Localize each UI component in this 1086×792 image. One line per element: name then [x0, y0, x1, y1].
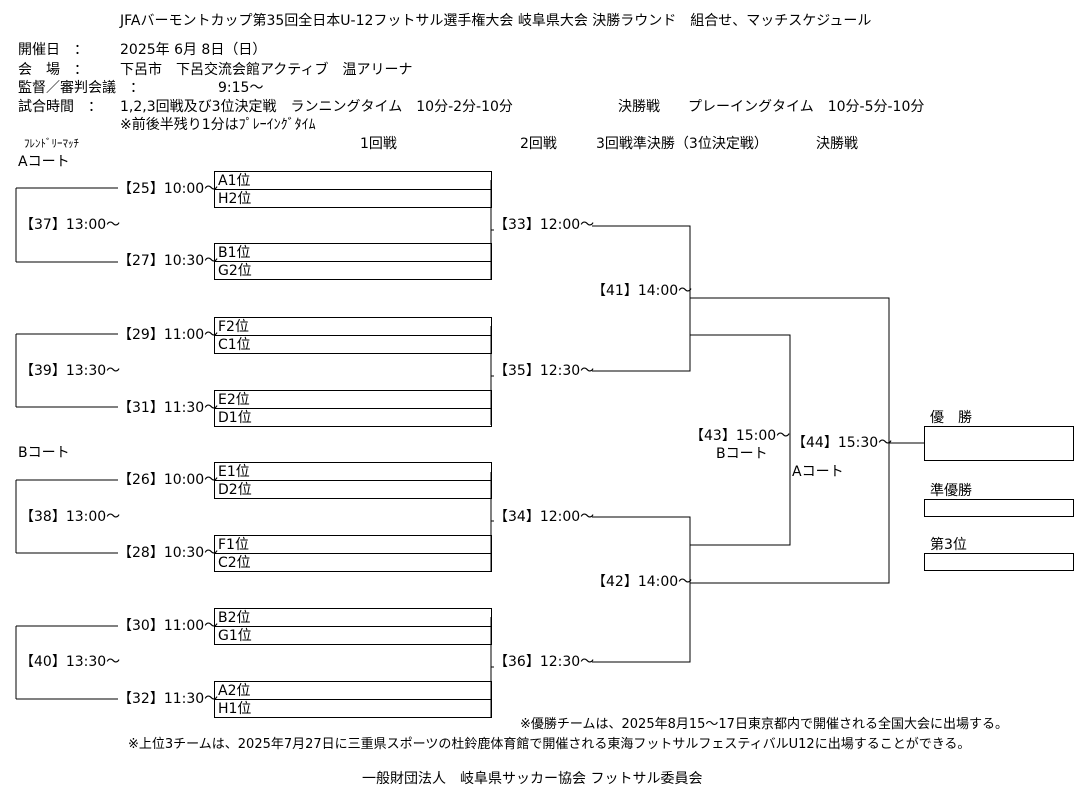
- runner-up-box: [924, 499, 1074, 517]
- time-value-final: 決勝戦 プレーイングタイム 10分-5分-10分: [618, 99, 925, 115]
- column-final: 決勝戦: [816, 136, 858, 152]
- note-top3: ※上位3チームは、2025年7月27日に三重県スポーツの杜鈴鹿体育館で開催される…: [128, 737, 971, 752]
- round1-match-time: 【26】10:00～: [118, 472, 219, 488]
- round1-match-time: 【28】10:30～: [118, 545, 219, 561]
- column-friendly: ﾌﾚﾝﾄﾞﾘｰﾏｯﾁ: [24, 137, 79, 150]
- round1-team-label: H2位: [218, 191, 252, 207]
- venue-value: 下呂市 下呂交流会館アクティブ 温アリーナ: [120, 62, 413, 78]
- round1-team-slot: F2位: [214, 317, 492, 336]
- note-champion: ※優勝チームは、2025年8月15～17日東京都内で開催される全国大会に出場する…: [520, 717, 1008, 732]
- round3-match-41: 【41】14:00～: [592, 283, 693, 299]
- round2-match-35: 【35】12:30～: [494, 363, 595, 379]
- round1-team-slot: F1位: [214, 535, 492, 554]
- runner-up-label: 準優勝: [930, 483, 972, 499]
- page-title: JFAバーモントカップ第35回全日本U-12フットサル選手権大会 岐阜県大会 決…: [120, 13, 872, 29]
- round1-team-slot: C2位: [214, 553, 492, 572]
- friendly-match-39: 【39】13:30～: [20, 363, 121, 379]
- round1-team-label: B1位: [218, 245, 251, 261]
- round1-team-slot: B2位: [214, 608, 492, 627]
- meeting-value: 9:15～: [218, 80, 264, 96]
- round1-team-slot: A1位: [214, 171, 492, 190]
- column-semi: 3回戦準決勝（3位決定戦）: [596, 136, 768, 152]
- round3-match-42: 【42】14:00～: [592, 574, 693, 590]
- round1-team-label: F1位: [218, 537, 249, 553]
- round1-team-slot: H1位: [214, 699, 492, 718]
- round1-team-label: A2位: [218, 683, 251, 699]
- round1-team-slot: C1位: [214, 335, 492, 354]
- venue-label: 会 場 ：: [18, 62, 88, 78]
- time-note: ※前後半残り1分はﾌﾟﾚｰｲﾝｸﾞﾀｲﾑ: [120, 117, 316, 133]
- round2-match-34: 【34】12:00～: [494, 509, 595, 525]
- date-value: 2025年 6月 8日（日）: [120, 42, 267, 58]
- champion-label: 優 勝: [930, 410, 972, 426]
- final-match: 【44】15:30～: [792, 435, 893, 451]
- round1-team-label: D1位: [218, 410, 252, 426]
- round1-team-slot: G2位: [214, 261, 492, 280]
- third-place-match: 【43】15:00～: [690, 428, 791, 444]
- meeting-label: 監督／審判会議 ：: [18, 80, 144, 96]
- round1-match-time: 【30】11:00～: [118, 618, 219, 634]
- round1-team-slot: E2位: [214, 390, 492, 409]
- third-box: [924, 553, 1074, 571]
- round1-team-label: G2位: [218, 263, 252, 279]
- round1-team-label: A1位: [218, 173, 251, 189]
- round1-match-time: 【27】10:30～: [118, 253, 219, 269]
- friendly-match-38: 【38】13:00～: [20, 509, 121, 525]
- court-b-label: Bコート: [18, 445, 70, 461]
- round1-team-slot: H2位: [214, 189, 492, 208]
- round1-team-label: D2位: [218, 482, 252, 498]
- round1-team-label: G1位: [218, 628, 252, 644]
- friendly-match-37: 【37】13:00～: [20, 217, 121, 233]
- round2-match-36: 【36】12:30～: [494, 654, 595, 670]
- round1-match-time: 【31】11:30～: [118, 400, 219, 416]
- round1-match-time: 【29】11:00～: [118, 327, 219, 343]
- round1-team-slot: E1位: [214, 462, 492, 481]
- round1-team-label: E1位: [218, 464, 250, 480]
- column-round2: 2回戦: [520, 136, 557, 152]
- friendly-match-40: 【40】13:30～: [20, 654, 121, 670]
- time-value-rounds: 1,2,3回戦及び3位決定戦 ランニングタイム 10分-2分-10分: [120, 99, 513, 115]
- footer-org: 一般財団法人 岐阜県サッカー協会 フットサル委員会: [362, 771, 703, 787]
- champion-box: [924, 426, 1074, 461]
- round1-team-slot: D2位: [214, 480, 492, 499]
- court-a-label: Aコート: [18, 154, 70, 170]
- round1-team-label: F2位: [218, 319, 249, 335]
- round1-match-time: 【25】10:00～: [118, 181, 219, 197]
- round1-match-time: 【32】11:30～: [118, 691, 219, 707]
- time-label: 試合時間 ：: [18, 99, 102, 115]
- date-label: 開催日 ：: [18, 42, 88, 58]
- round1-team-slot: A2位: [214, 681, 492, 700]
- third-label: 第3位: [930, 537, 967, 553]
- round1-team-slot: G1位: [214, 626, 492, 645]
- round1-team-slot: B1位: [214, 243, 492, 262]
- round2-match-33: 【33】12:00～: [494, 217, 595, 233]
- round1-team-slot: D1位: [214, 408, 492, 427]
- round1-team-label: C2位: [218, 555, 251, 571]
- round1-team-label: B2位: [218, 610, 251, 626]
- round1-team-label: E2位: [218, 392, 250, 408]
- round1-team-label: C1位: [218, 337, 251, 353]
- final-court: Aコート: [792, 464, 844, 480]
- third-place-court: Bコート: [716, 446, 768, 462]
- column-round1: 1回戦: [360, 136, 397, 152]
- round1-team-label: H1位: [218, 701, 252, 717]
